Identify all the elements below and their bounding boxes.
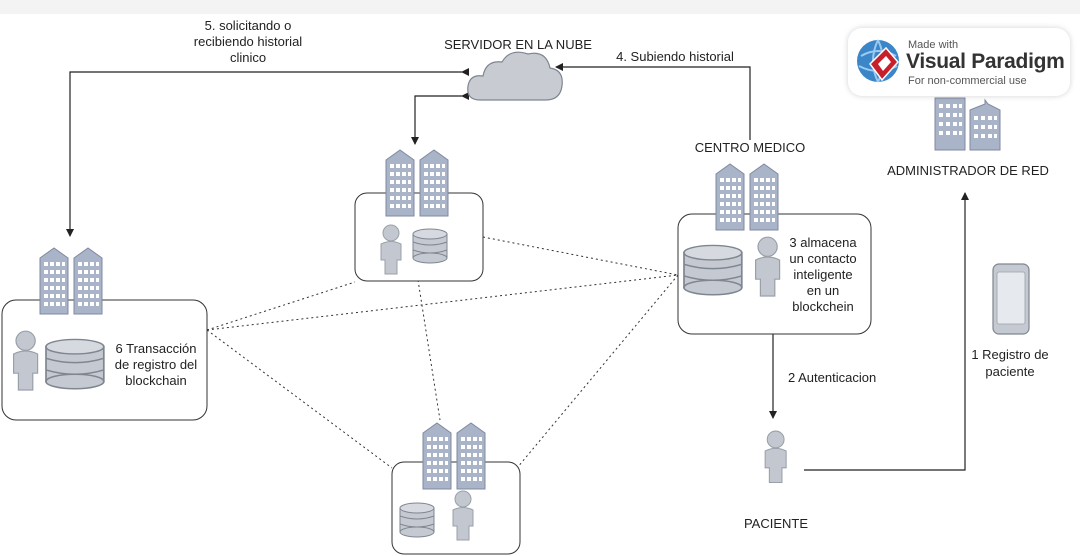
arrow-cloud-top-node — [411, 92, 469, 145]
watermark-line-2: Visual Paradigm — [906, 50, 1065, 73]
visual-paradigm-logo-icon — [857, 39, 899, 83]
label-transaction-1: 6 Transacción — [115, 341, 197, 356]
label-request-history-3: clinico — [229, 50, 267, 65]
label-patient: PACIENTE — [743, 516, 809, 531]
arrow-upload-history — [555, 63, 751, 140]
label-upload-history: 4. Subiendo historial — [616, 49, 734, 64]
label-transaction-3: blockchain — [125, 373, 187, 388]
network-links — [206, 236, 679, 469]
label-transaction-2: de registro del — [114, 357, 198, 372]
label-smart-contract-5: blockchein — [792, 299, 854, 314]
label-smart-contract-3: inteligente — [793, 267, 853, 282]
label-smart-contract-4: en un — [806, 283, 840, 298]
phone-icon — [992, 263, 1030, 335]
database-icon-left — [45, 338, 105, 390]
label-request-history-1: 5. solicitando o — [204, 18, 292, 33]
database-icon-medical — [683, 244, 743, 296]
label-smart-contract-1: 3 almacena — [789, 235, 857, 250]
visual-paradigm-watermark: Made with Visual Paradigm For non-commer… — [848, 28, 1070, 96]
patient-icon — [764, 430, 787, 484]
label-register-patient-2: paciente — [985, 364, 1035, 379]
label-cloud-server: SERVIDOR EN LA NUBE — [444, 37, 592, 52]
cloud-icon — [467, 51, 563, 101]
arrow-request-history — [66, 68, 469, 237]
database-icon-top — [412, 228, 448, 264]
label-request-history-2: recibiendo historial — [193, 34, 303, 49]
watermark-line-1: Made with — [908, 39, 959, 51]
arrow-register-patient — [804, 192, 969, 471]
label-smart-contract-2: un contacto — [789, 251, 857, 266]
label-register-patient-1: 1 Registro de — [971, 347, 1049, 362]
watermark-line-3: For non-commercial use — [908, 75, 1027, 87]
building-icon-admin — [934, 97, 1001, 151]
label-network-admin: ADMINISTRADOR DE RED — [887, 163, 1049, 178]
top-bar — [0, 0, 1080, 14]
label-medical-center: CENTRO MEDICO — [694, 140, 806, 155]
database-icon-bottom — [399, 502, 435, 538]
label-authentication: 2 Autenticacion — [788, 370, 877, 385]
